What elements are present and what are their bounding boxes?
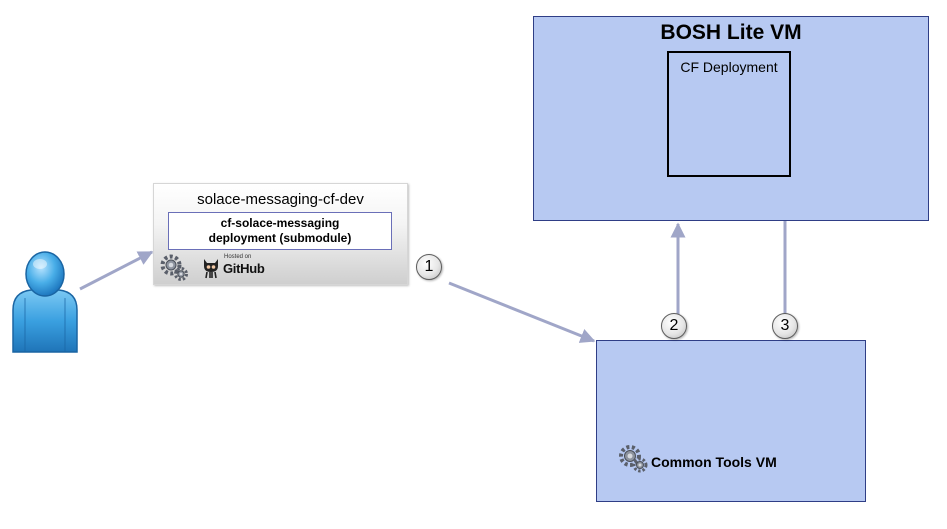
bosh-lite-vm-title: BOSH Lite VM — [660, 21, 802, 44]
gear-icon — [160, 254, 188, 281]
step-3-marker: 3 — [772, 313, 798, 339]
github-repo-card: solace-messaging-cf-dev cf-solace-messag… — [153, 183, 408, 285]
gear-icon — [619, 445, 648, 473]
github-wordmark: GitHub — [223, 261, 265, 276]
common-tools-vm-box: Common Tools VM — [596, 340, 866, 502]
github-hosted-text: Hosted on — [224, 254, 252, 260]
common-tools-vm-label: Common Tools VM — [651, 454, 777, 470]
step-2-marker: 2 — [661, 313, 687, 339]
cf-deployment-box: CF Deployment — [667, 51, 791, 177]
submodule-box: cf-solace-messaging deployment (submodul… — [168, 212, 392, 250]
repo-to-tools-arrow — [448, 281, 596, 343]
user-to-repo-arrow — [79, 250, 154, 291]
repo-title: solace-messaging-cf-dev — [197, 191, 364, 208]
step-1-marker: 1 — [416, 254, 442, 280]
github-octocat-icon — [204, 259, 218, 279]
user-icon — [12, 251, 78, 353]
submodule-line-2: deployment (submodule) — [208, 231, 352, 245]
bosh-lite-vm-box: BOSH Lite VM CF Deployment — [533, 16, 929, 221]
submodule-line-1: cf-solace-messaging — [220, 216, 340, 230]
cf-deployment-label: CF Deployment — [680, 59, 778, 75]
